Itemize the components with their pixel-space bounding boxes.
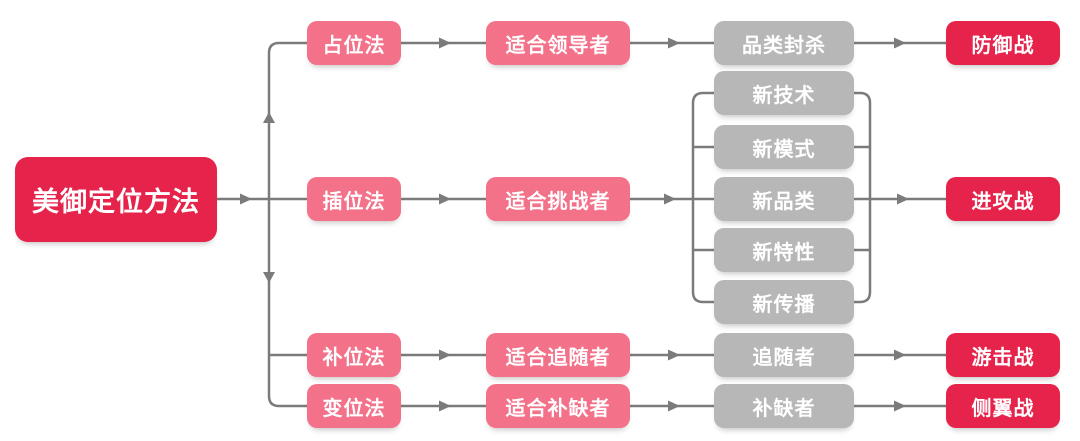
bracket-right: [854, 91, 872, 304]
node-branch1-tactic: 品类封杀: [714, 21, 854, 65]
node-branch3-strategy: 游击战: [946, 333, 1060, 377]
node-branch3-method: 补位法: [307, 333, 401, 377]
arrowhead-m4: [439, 400, 451, 412]
arrowhead-m3: [439, 349, 451, 361]
node-branch1-strategy: 防御战: [946, 21, 1060, 65]
arrowhead-a1: [668, 37, 680, 49]
arrowhead-t2: [897, 193, 909, 205]
wire-branch-spine: [267, 41, 307, 408]
arrowhead-m1: [439, 37, 451, 49]
node-branch2-tactic-4: 新特性: [714, 228, 854, 272]
node-branch1-method: 占位法: [307, 21, 401, 65]
node-branch4-strategy: 侧翼战: [946, 384, 1060, 428]
arrowhead-m2: [439, 193, 451, 205]
bracket-left: [691, 91, 714, 304]
node-branch4-tactic: 补缺者: [714, 384, 854, 428]
node-branch2-audience: 适合挑战者: [486, 177, 630, 221]
arrowhead-a3: [668, 349, 680, 361]
node-branch2-strategy: 进攻战: [946, 177, 1060, 221]
node-branch2-method: 插位法: [307, 177, 401, 221]
node-branch2-tactic-1: 新技术: [714, 71, 854, 115]
node-root: 美御定位方法: [15, 157, 217, 242]
node-branch1-audience: 适合领导者: [486, 21, 630, 65]
arrowhead-t3: [894, 349, 906, 361]
node-branch2-tactic-5: 新传播: [714, 280, 854, 324]
arrowhead-t4: [894, 400, 906, 412]
arrowhead-t1: [894, 37, 906, 49]
arrowhead-spine-up: [263, 112, 275, 123]
arrowhead-a4: [668, 400, 680, 412]
arrowhead-root: [240, 193, 252, 205]
node-branch3-tactic: 追随者: [714, 333, 854, 377]
arrowhead-spine-down: [263, 272, 275, 283]
node-branch2-tactic-2: 新模式: [714, 125, 854, 169]
node-branch4-audience: 适合补缺者: [486, 384, 630, 428]
arrowhead-a2: [664, 193, 676, 205]
node-branch2-tactic-3: 新品类: [714, 177, 854, 221]
node-branch3-audience: 适合追随者: [486, 333, 630, 377]
node-branch4-method: 变位法: [307, 384, 401, 428]
